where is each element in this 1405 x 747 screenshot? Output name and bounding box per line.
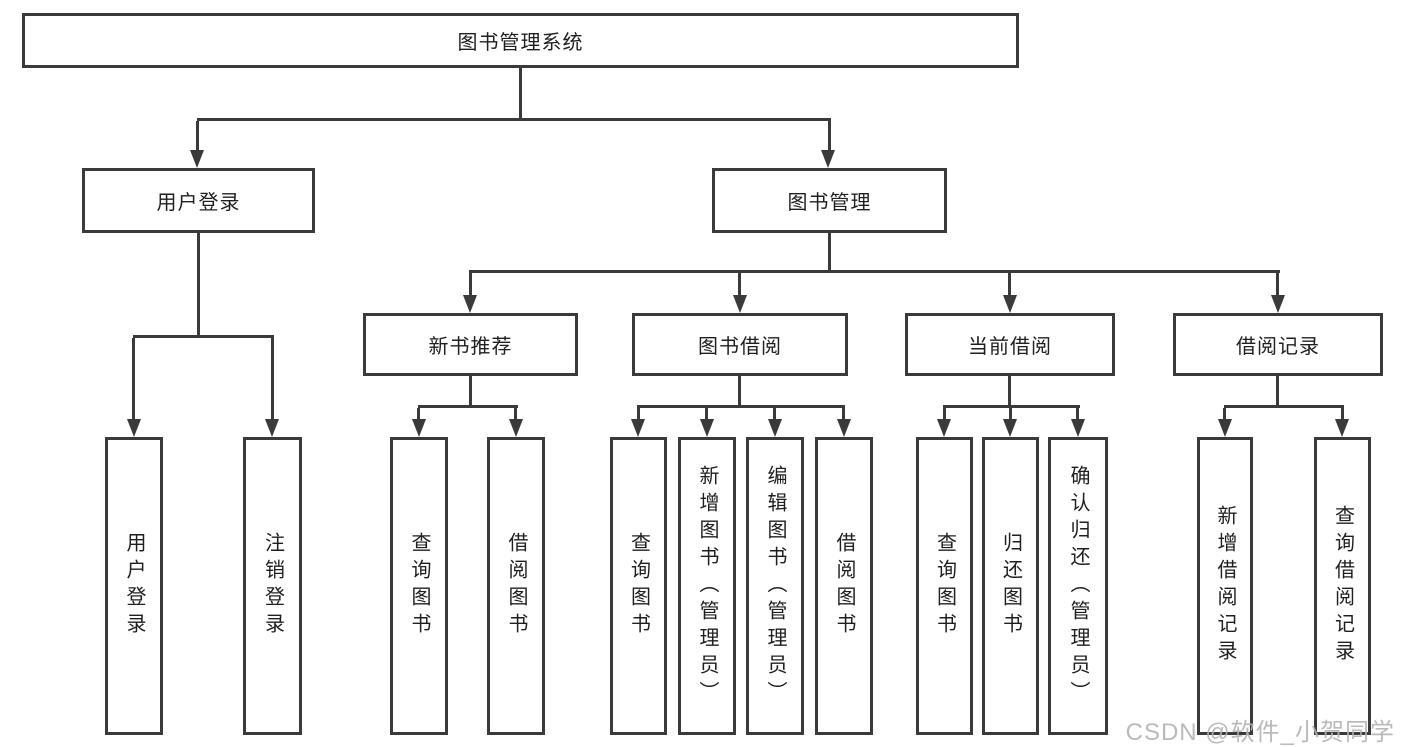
arrowhead-down-icon bbox=[837, 419, 851, 437]
connector-line bbox=[196, 121, 199, 150]
leaf-query-borrow-record: 查询借阅记录 bbox=[1314, 437, 1371, 735]
leaf-add-borrow-record: 新增借阅记录 bbox=[1197, 437, 1253, 735]
node-label: 新书推荐 bbox=[428, 336, 513, 358]
arrowhead-down-icon bbox=[509, 419, 523, 437]
node-label: 查询借阅记录 bbox=[1331, 505, 1354, 667]
connector-line bbox=[197, 118, 831, 121]
node-label: 借阅图书 bbox=[833, 532, 855, 640]
connector-line bbox=[197, 233, 200, 337]
node-label: 确认归还（管理员） bbox=[1067, 464, 1089, 708]
connector-line bbox=[828, 121, 831, 150]
arrowhead-down-icon bbox=[768, 419, 782, 437]
node-label: 编辑图书（管理员） bbox=[764, 464, 786, 708]
arrowhead-down-icon bbox=[190, 150, 204, 168]
leaf-edit-book-admin: 编辑图书（管理员） bbox=[746, 437, 804, 735]
leaf-borrow-books: 借阅图书 bbox=[487, 437, 545, 735]
node-label: 新增借阅记录 bbox=[1214, 505, 1236, 667]
arrowhead-down-icon bbox=[937, 419, 951, 437]
connector-line bbox=[1224, 405, 1344, 408]
connector-line bbox=[469, 273, 472, 295]
connector-line bbox=[1341, 408, 1344, 419]
connector-line bbox=[271, 338, 274, 419]
node-label: 图书管理系统 bbox=[457, 32, 584, 54]
connector-line bbox=[469, 376, 472, 407]
leaf-user-login: 用户登录 bbox=[105, 437, 163, 735]
node-label: 图书借阅 bbox=[698, 336, 782, 358]
arrowhead-down-icon bbox=[1071, 419, 1085, 437]
node-label: 用户登录 bbox=[123, 532, 145, 640]
connector-line bbox=[943, 405, 1080, 408]
node-label: 注销登录 bbox=[261, 532, 284, 640]
node-label: 查询图书 bbox=[933, 532, 956, 640]
leaf-borrow-books: 借阅图书 bbox=[815, 437, 873, 735]
node-book-management: 图书管理 bbox=[712, 168, 947, 233]
node-borrowing-records: 借阅记录 bbox=[1173, 313, 1383, 376]
node-current-borrowing: 当前借阅 bbox=[905, 313, 1115, 376]
connector-line bbox=[1276, 376, 1279, 407]
arrowhead-down-icon bbox=[1003, 295, 1017, 313]
connector-line bbox=[1008, 273, 1011, 295]
connector-line bbox=[418, 405, 518, 408]
connector-line bbox=[132, 338, 135, 419]
arrowhead-down-icon bbox=[463, 295, 477, 313]
arrowhead-down-icon bbox=[821, 150, 835, 168]
connector-line bbox=[943, 408, 946, 419]
node-label: 当前借阅 bbox=[968, 336, 1052, 358]
leaf-query-books: 查询图书 bbox=[390, 437, 448, 735]
leaf-return-books: 归还图书 bbox=[982, 437, 1039, 735]
leaf-logout: 注销登录 bbox=[243, 437, 302, 735]
node-label: 借阅记录 bbox=[1236, 336, 1320, 358]
connector-line bbox=[842, 408, 845, 419]
node-label: 查询图书 bbox=[408, 532, 430, 640]
connector-line bbox=[133, 335, 274, 338]
connector-line bbox=[519, 68, 522, 118]
arrowhead-down-icon bbox=[1335, 419, 1349, 437]
connector-line bbox=[1076, 408, 1079, 419]
connector-line bbox=[637, 408, 640, 419]
node-label: 归还图书 bbox=[999, 532, 1022, 640]
connector-line bbox=[1009, 408, 1012, 419]
node-new-book-recommend: 新书推荐 bbox=[363, 313, 578, 376]
connector-line bbox=[637, 405, 845, 408]
connector-line bbox=[738, 376, 741, 407]
node-label: 图书管理 bbox=[787, 192, 872, 214]
node-label: 新增图书（管理员） bbox=[696, 464, 718, 708]
connector-line bbox=[1223, 408, 1226, 419]
leaf-add-book-admin: 新增图书（管理员） bbox=[678, 437, 736, 735]
connector-line bbox=[1276, 273, 1279, 295]
leaf-query-books: 查询图书 bbox=[916, 437, 973, 735]
arrowhead-down-icon bbox=[127, 419, 141, 437]
connector-line bbox=[1008, 376, 1011, 407]
arrowhead-down-icon bbox=[733, 295, 747, 313]
node-label: 用户登录 bbox=[156, 192, 241, 214]
connector-line bbox=[705, 408, 708, 419]
node-user-login: 用户登录 bbox=[82, 168, 315, 233]
connector-line bbox=[417, 408, 420, 419]
leaf-confirm-return-admin: 确认归还（管理员） bbox=[1048, 437, 1108, 735]
arrowhead-down-icon bbox=[412, 419, 426, 437]
connector-line bbox=[738, 273, 741, 295]
arrowhead-down-icon bbox=[265, 419, 279, 437]
watermark: CSDN @软件_小贺同学 bbox=[1125, 719, 1395, 746]
arrowhead-down-icon bbox=[1003, 419, 1017, 437]
connector-line bbox=[828, 233, 831, 272]
connector-line bbox=[773, 408, 776, 419]
node-book-borrowing: 图书借阅 bbox=[632, 313, 848, 376]
connector-line bbox=[469, 270, 1280, 273]
arrowhead-down-icon bbox=[1271, 295, 1285, 313]
connector-line bbox=[514, 408, 517, 419]
arrowhead-down-icon bbox=[631, 419, 645, 437]
arrowhead-down-icon bbox=[1218, 419, 1232, 437]
node-label: 借阅图书 bbox=[505, 532, 527, 640]
leaf-query-books: 查询图书 bbox=[610, 437, 667, 735]
arrowhead-down-icon bbox=[700, 419, 714, 437]
node-library-management-system: 图书管理系统 bbox=[22, 13, 1019, 68]
node-label: 查询图书 bbox=[627, 532, 650, 640]
